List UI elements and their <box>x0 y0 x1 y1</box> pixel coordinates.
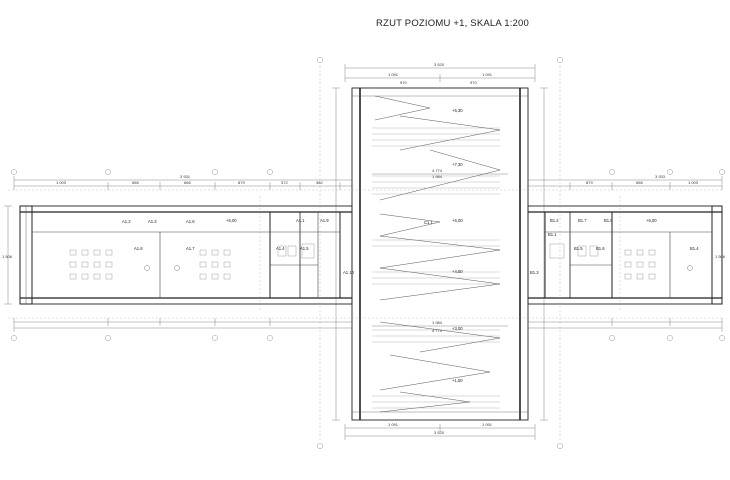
room-label: B1.3 <box>530 270 539 275</box>
room-label: B1.6 <box>596 246 605 251</box>
dim-mid-b: 1 984 <box>432 174 443 179</box>
level-marker: +7,30 <box>452 162 463 167</box>
central-block-outline <box>351 87 529 421</box>
dim-left-f: 382 <box>316 180 323 185</box>
room-label: C1.1 <box>424 220 434 225</box>
dim-right-b: 666 <box>636 180 643 185</box>
room-label: B1.4 <box>690 246 699 251</box>
level-marker: +6,00 <box>646 218 657 223</box>
room-label: B1.5 <box>574 246 583 251</box>
level-marker: +3,00 <box>452 326 463 331</box>
dim-top-a: 1 091 <box>388 72 399 77</box>
room-label: B1.2 <box>550 218 559 223</box>
dim-bottom-b: 1 091 <box>482 422 493 427</box>
dim-side-a: 1 506 <box>2 254 13 259</box>
room-label: B1.8 <box>604 218 613 223</box>
dim-left-c: 666 <box>184 180 191 185</box>
dim-mid-a: 4 774 <box>432 168 443 173</box>
level-marker: +4,50 <box>452 269 463 274</box>
dim-top-c: 970 <box>400 80 407 85</box>
dim-left-total: 3 931 <box>180 174 191 179</box>
room-label: A1.8 <box>134 246 143 251</box>
dim-left-a: 1 003 <box>56 180 67 185</box>
dim-right-total: 3 933 <box>655 174 666 179</box>
dim-bottom-total: 3 520 <box>434 430 445 435</box>
dim-top-total: 3 520 <box>434 62 445 67</box>
dim-left-d: 879 <box>238 180 245 185</box>
dim-top-d: 970 <box>470 80 477 85</box>
level-marker: +5,30 <box>452 108 463 113</box>
drawing-title: RZUT POZIOMU +1, SKALA 1:200 <box>376 18 529 29</box>
room-label: A1.4 <box>276 246 285 251</box>
dim-side-b: 1 506 <box>715 254 726 259</box>
room-label: B1.1 <box>548 232 557 237</box>
room-label: B1.7 <box>578 218 587 223</box>
dim-mid-d: 1 984 <box>432 320 443 325</box>
dim-top-b: 1 091 <box>482 72 493 77</box>
room-label: A1.10 <box>343 270 355 275</box>
level-marker: +1,50 <box>452 378 463 383</box>
room-label: A1.2 <box>122 219 131 224</box>
room-label: A1.7 <box>186 246 195 251</box>
room-label: A1.3 <box>148 219 157 224</box>
dim-left-b: 666 <box>132 180 139 185</box>
room-label: A1.9 <box>320 218 329 223</box>
level-marker: +6,00 <box>226 218 237 223</box>
room-label: A1.5 <box>300 246 309 251</box>
dim-mid-c: 4 774 <box>432 328 443 333</box>
level-marker: +6,00 <box>452 218 463 223</box>
room-label: A1.6 <box>186 219 195 224</box>
dim-right-a: 1 003 <box>688 180 699 185</box>
dim-right-c: 879 <box>586 180 593 185</box>
dim-bottom-a: 1 091 <box>388 422 399 427</box>
dim-left-e: 372 <box>281 180 288 185</box>
room-label: A1.1 <box>296 218 305 223</box>
